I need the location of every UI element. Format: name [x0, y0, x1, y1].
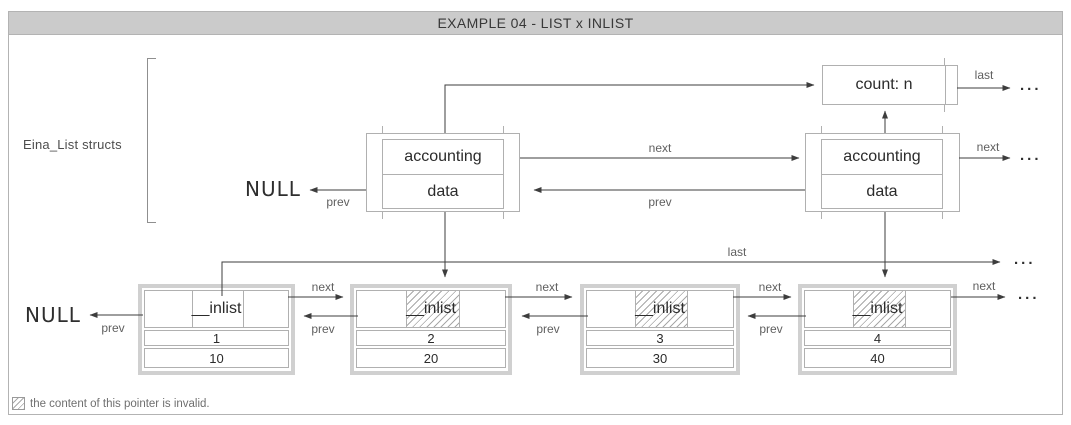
null-pointer-top: NULL	[245, 177, 301, 201]
prev-label: prev	[326, 195, 350, 209]
count-label: count: n	[855, 76, 913, 93]
tick	[944, 58, 945, 65]
inlist-node-4-value: 40	[804, 348, 951, 368]
bracket-line	[147, 58, 148, 223]
next-label: next	[972, 279, 996, 293]
inlist-node-3-id: 3	[586, 330, 734, 346]
inlist-node-3: __inlist 3 30	[580, 284, 740, 375]
pointer-field	[192, 291, 245, 327]
inlist-node-2-header: __inlist	[356, 290, 506, 328]
prev-label: prev	[311, 322, 335, 336]
count-box: count: n	[822, 65, 958, 105]
inlist-node-2-value: 20	[356, 348, 506, 368]
next-label: next	[648, 141, 672, 155]
list-node-2-cells: accounting data	[821, 139, 943, 209]
prev-label: prev	[648, 195, 672, 209]
next-label: next	[976, 140, 1000, 154]
list-node-1-data: data	[427, 183, 459, 200]
inlist-node-1-id: 1	[144, 330, 289, 346]
inlist-node-1-value: 10	[144, 348, 289, 368]
invalid-pointer-swatch	[12, 397, 25, 410]
last-label: last	[974, 68, 994, 82]
continuation-dots: ...	[1020, 147, 1042, 164]
next-label: next	[758, 280, 782, 294]
section-label: Eina_List structs	[23, 137, 122, 152]
legend-text: the content of this pointer is invalid.	[30, 398, 210, 410]
invalid-pointer-field	[635, 291, 689, 327]
tick	[942, 126, 943, 133]
list-node-2-data: data	[866, 183, 898, 200]
prev-label: prev	[101, 321, 125, 335]
inlist-node-2-id: 2	[356, 330, 506, 346]
tick	[503, 212, 504, 219]
bracket-tick-top	[147, 58, 156, 59]
prev-label: prev	[759, 322, 783, 336]
inlist-node-4-header: __inlist	[804, 290, 951, 328]
inlist-node-4: __inlist 4 40	[798, 284, 957, 375]
tick	[382, 212, 383, 219]
tick	[821, 126, 822, 133]
diagram-title: EXAMPLE 04 - LIST x INLIST	[8, 11, 1063, 35]
invalid-pointer-field	[405, 291, 460, 327]
next-label: next	[311, 280, 335, 294]
prev-label: prev	[536, 322, 560, 336]
continuation-dots: ...	[1020, 77, 1042, 94]
invalid-pointer-field	[852, 291, 906, 327]
count-box-divider	[945, 66, 946, 104]
continuation-dots: ...	[1014, 251, 1036, 268]
inlist-node-3-value: 30	[586, 348, 734, 368]
last-label: last	[727, 245, 747, 259]
inlist-node-1: __inlist 1 10	[138, 284, 295, 375]
tick	[503, 126, 504, 133]
tick	[821, 212, 822, 219]
list-node-1-accounting: accounting	[383, 140, 503, 175]
list-node-1-cells: accounting data	[382, 139, 504, 209]
inlist-node-2: __inlist 2 20	[350, 284, 512, 375]
bracket-tick-bottom	[147, 222, 156, 223]
inlist-node-1-header: __inlist	[144, 290, 289, 328]
null-pointer-bottom: NULL	[25, 303, 81, 327]
inlist-node-3-header: __inlist	[586, 290, 734, 328]
inlist-node-4-id: 4	[804, 330, 951, 346]
next-label: next	[535, 280, 559, 294]
continuation-dots: ...	[1018, 286, 1040, 303]
tick	[942, 212, 943, 219]
tick	[382, 126, 383, 133]
list-node-2-accounting: accounting	[822, 140, 942, 175]
tick	[944, 105, 945, 112]
